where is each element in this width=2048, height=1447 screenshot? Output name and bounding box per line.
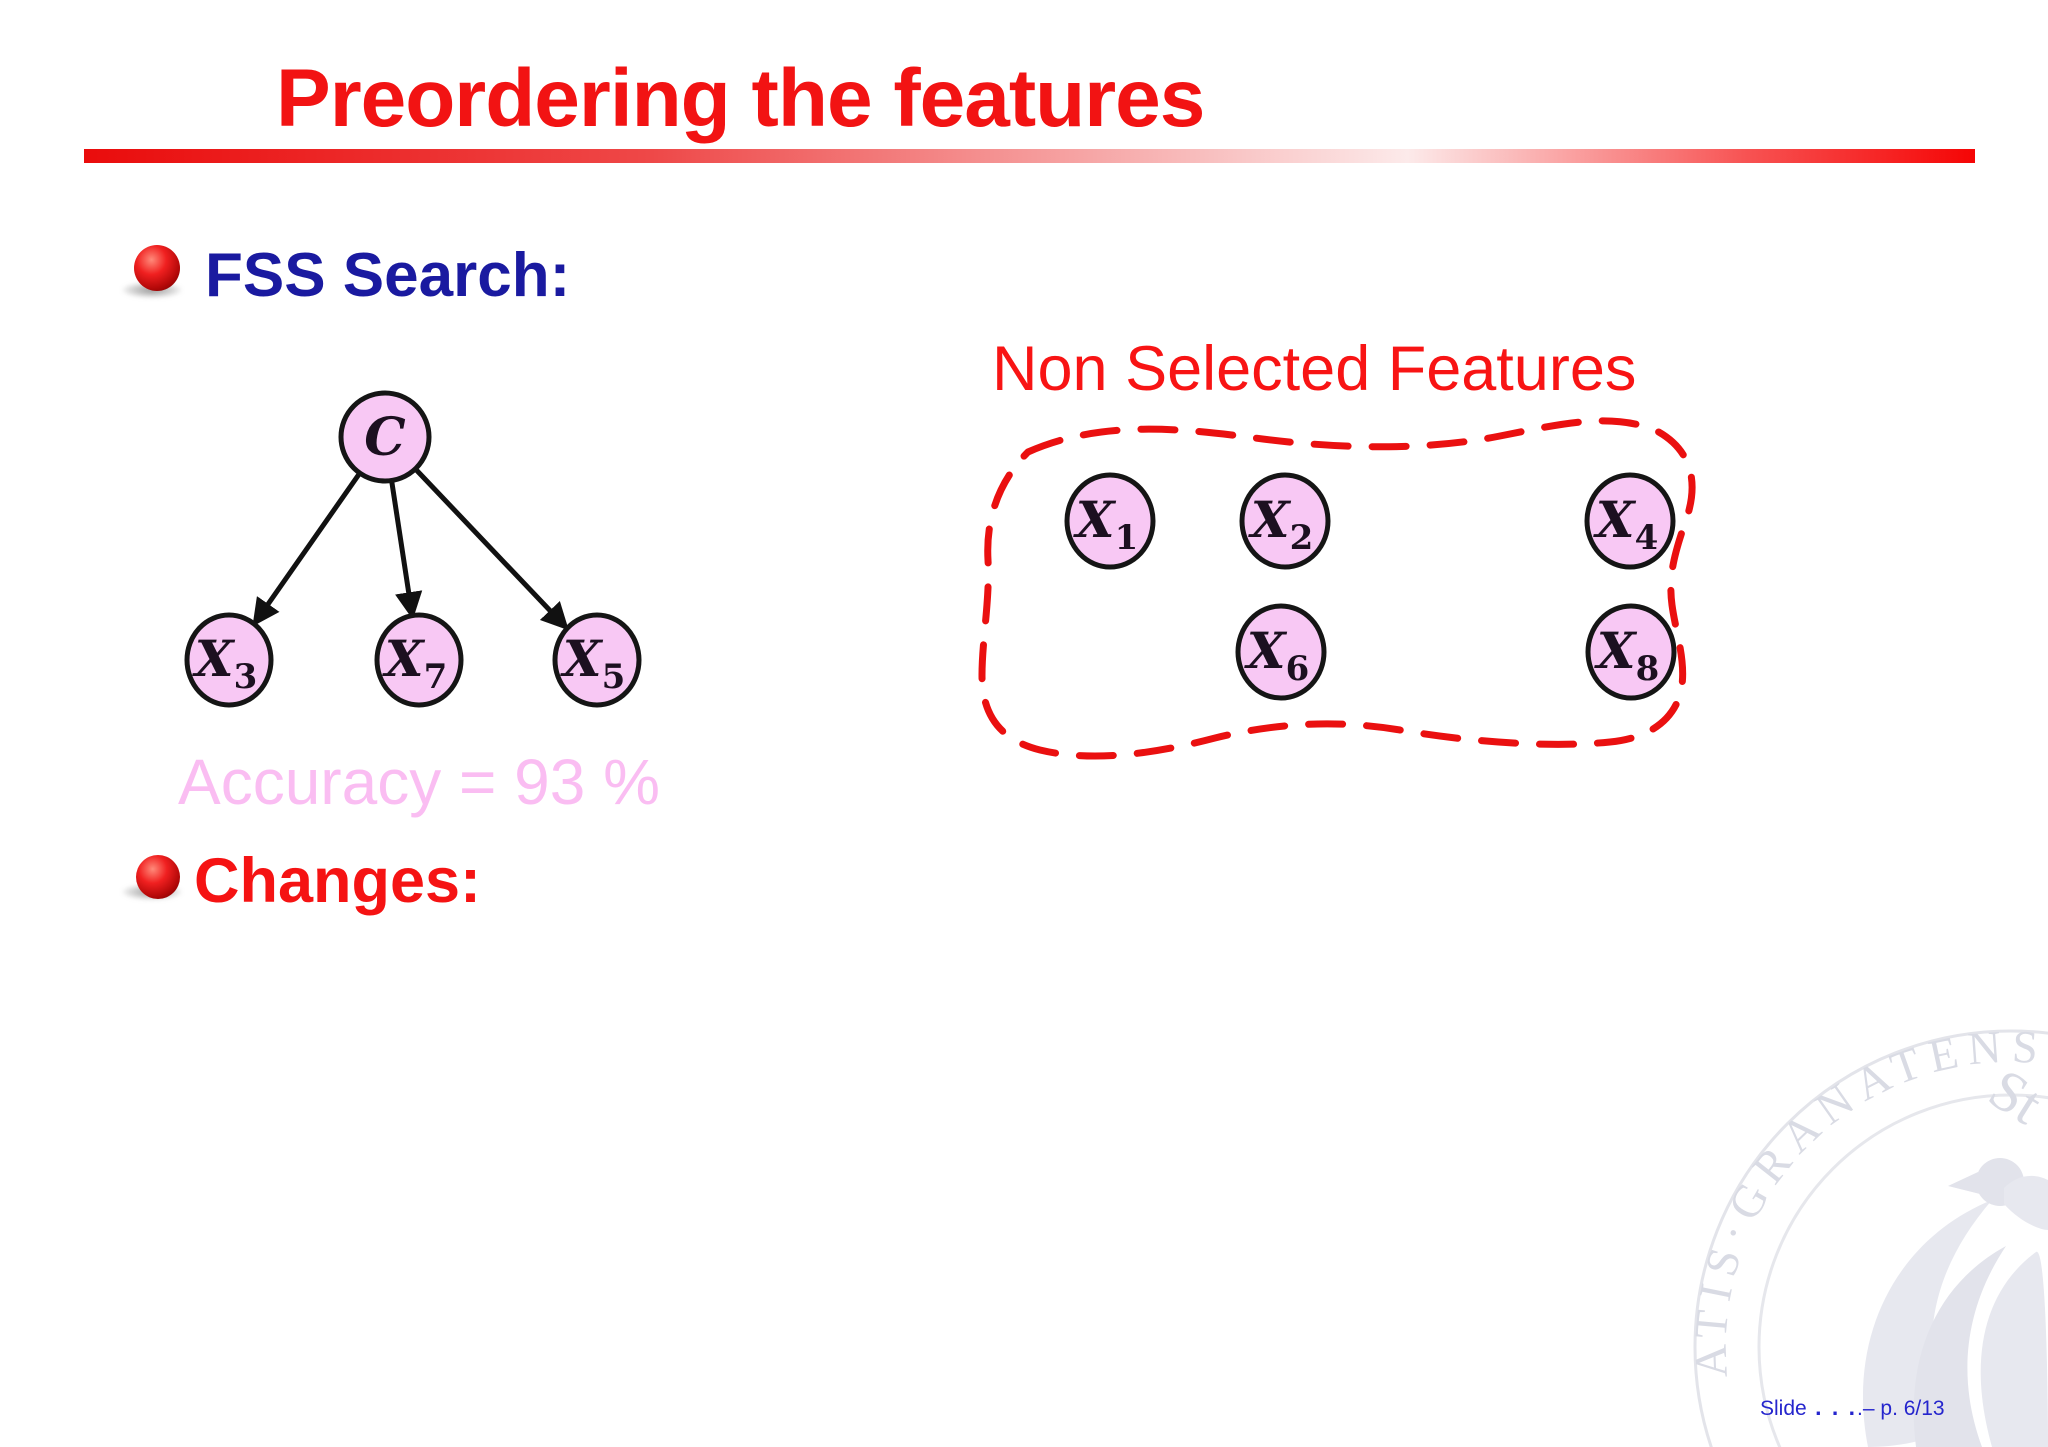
node-x7-label: X7 [382, 629, 447, 697]
accuracy-label: Accuracy = 93 % [178, 746, 660, 818]
node-x7: X7 [374, 612, 464, 708]
node-x4: X4 [1584, 472, 1676, 570]
red-ball-bullet-icon [134, 245, 180, 291]
slide-title: Preordering the features [276, 53, 1205, 144]
dashed-boundary [978, 417, 1696, 760]
seal-arc-text: ATIS·GRANATENSIS [0, 0, 2039, 1379]
node-x3: X3 [184, 612, 274, 708]
node-x5-label: X5 [560, 629, 625, 697]
non-selected-region: X1 X2 X4 X6 [978, 417, 1696, 760]
node-x2-label: X2 [1248, 490, 1313, 558]
node-x4-label: X4 [1593, 490, 1658, 558]
footer-ellipsis: . . . [1806, 1394, 1858, 1420]
node-x3-label: X3 [192, 629, 257, 697]
fss-network-diagram: C X3 X7 X5 [184, 390, 642, 708]
node-c-label: C [364, 407, 405, 468]
edge-c-x5 [413, 467, 569, 631]
node-x8-label: X8 [1594, 621, 1659, 689]
node-x6: X6 [1235, 603, 1327, 701]
footer-page-indicator: .– p. 6/13 [1857, 1397, 1945, 1420]
slide-page-number: Slide . . ..– p. 6/13 [1760, 1394, 1945, 1420]
title-underline [84, 149, 1975, 163]
seal-outer-ring [1693, 1029, 2048, 1447]
node-x8: X8 [1585, 603, 1677, 701]
node-x1-label: X1 [1073, 490, 1138, 558]
node-x5: X5 [552, 612, 642, 708]
fss-search-label: FSS Search: [205, 241, 571, 310]
edge-c-x3 [252, 471, 362, 627]
node-x1: X1 [1064, 472, 1156, 570]
node-x6-label: X6 [1244, 621, 1309, 689]
non-selected-features-heading: Non Selected Features [992, 334, 1637, 404]
node-x2: X2 [1239, 472, 1331, 570]
footer-slide-word: Slide [1760, 1397, 1807, 1420]
changes-label: Changes: [194, 846, 482, 916]
network-edges [252, 467, 569, 631]
seal-inner-ring [1757, 1093, 2048, 1447]
eagle-emblem-icon [1862, 1158, 2048, 1447]
red-ball-bullet-icon [136, 855, 180, 899]
node-c: C [338, 390, 432, 484]
edge-c-x7 [389, 480, 423, 620]
